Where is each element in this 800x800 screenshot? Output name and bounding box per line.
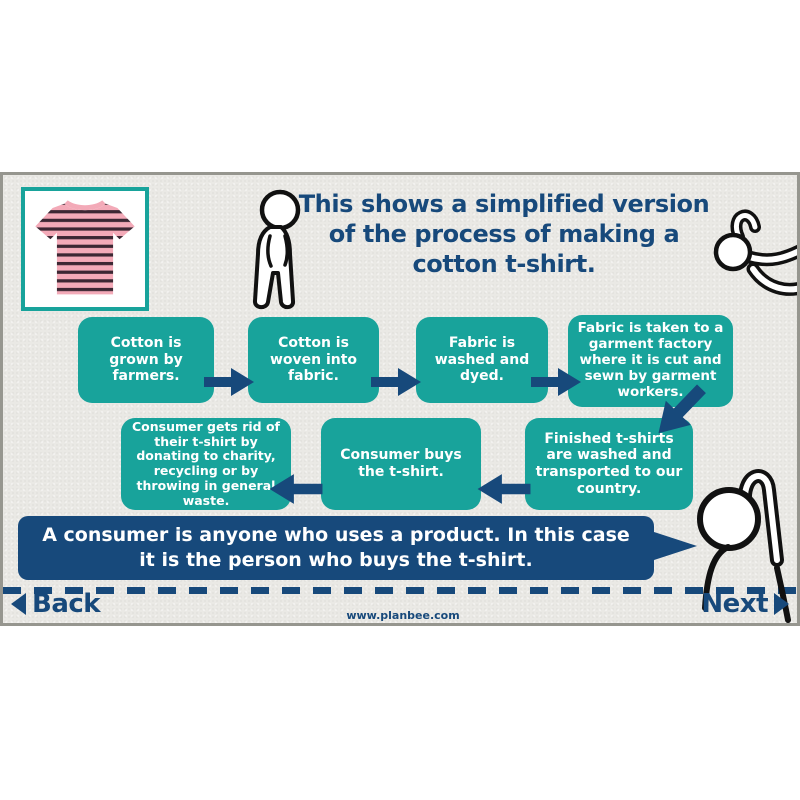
back-label: Back (32, 589, 101, 619)
dashed-divider (3, 587, 797, 594)
next-label: Next (701, 589, 768, 619)
back-button[interactable]: Back (11, 589, 101, 619)
tshirt-photo-frame (21, 187, 149, 311)
back-arrow-icon (11, 593, 26, 615)
website-url: www.planbee.com (346, 609, 460, 622)
next-arrow-icon (774, 593, 789, 615)
flow-box-woven-fabric: Cotton is woven into fabric. (248, 317, 379, 403)
flow-box-consumer-buys: Consumer buys the t-shirt. (321, 418, 481, 510)
banner-pointer-icon (651, 531, 697, 561)
flow-arrow-right-icon (204, 365, 254, 399)
flow-arrow-left-icon (263, 471, 329, 507)
flow-arrow-right-icon (531, 365, 581, 399)
flow-box-transported: Finished t-shirts are washed and transpo… (525, 418, 693, 510)
standing-person-icon (239, 189, 317, 325)
tumbling-person-icon (703, 203, 797, 315)
flow-arrow-down-left-icon (643, 373, 718, 448)
flow-box-cotton-grown: Cotton is grown by farmers. (78, 317, 214, 403)
tshirt-photo-icon (35, 200, 135, 295)
next-button[interactable]: Next (701, 589, 789, 619)
flow-box-washed-dyed: Fabric is washed and dyed. (416, 317, 548, 403)
flow-arrow-right-icon (371, 365, 421, 399)
consumer-definition-banner: A consumer is anyone who uses a product.… (18, 516, 654, 580)
slide: This shows a simplified version of the p… (0, 172, 800, 626)
flow-box-garment-factory: Fabric is taken to a garment factory whe… (568, 315, 733, 407)
flow-box-gets-rid: Consumer gets rid of their t-shirt by do… (121, 418, 291, 510)
slide-title: This shows a simplified version of the p… (298, 190, 710, 279)
flow-arrow-left-icon (471, 471, 537, 507)
